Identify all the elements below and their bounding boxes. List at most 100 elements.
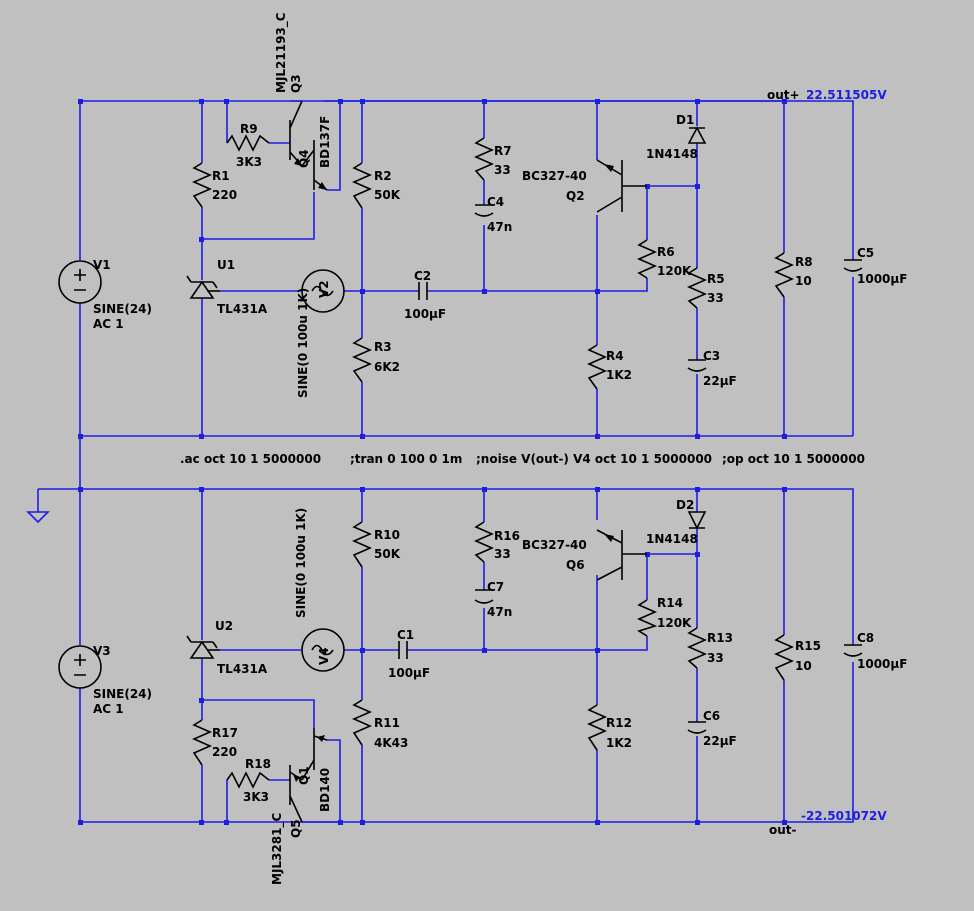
label-r7-value: 33 [494, 163, 511, 177]
label-r8-value: 10 [795, 274, 812, 288]
label-c1-name: C1 [397, 628, 414, 642]
label-c5-value: 1000µF [857, 272, 907, 286]
label-r4-value: 1K2 [606, 368, 632, 382]
label-q5-value: MJL3281_C [270, 813, 285, 885]
label-u1-value: TL431A [217, 302, 268, 316]
label-q3-value: MJL21193_C [274, 12, 289, 93]
label-u2-name: U2 [215, 619, 233, 633]
label-r7-name: R7 [494, 144, 512, 158]
label-c3-value: 22µF [703, 374, 737, 388]
label-q2-name: Q2 [566, 189, 585, 203]
label-c7-value: 47n [487, 605, 512, 619]
label-q2-value: BC327-40 [522, 169, 587, 183]
label-r3-value: 6K2 [374, 360, 400, 374]
label-c1-value: 100µF [388, 666, 430, 680]
label-u2-value: TL431A [217, 662, 268, 676]
label-d2-value: 1N4148 [646, 532, 698, 546]
label-c8-name: C8 [857, 631, 874, 645]
resistor-icons [192, 134, 794, 789]
label-r15-value: 10 [795, 659, 812, 673]
net-label-out-pos: out+ [767, 88, 800, 102]
label-r9-value: 3K3 [236, 155, 262, 169]
shunt-regulator-icon-u1 [186, 275, 220, 299]
label-v1-name: V1 [93, 258, 111, 272]
junction-dots [78, 99, 787, 825]
shunt-regulator-icon-u2 [186, 635, 220, 659]
label-c6-value: 22µF [703, 734, 737, 748]
label-r10-value: 50K [374, 547, 401, 561]
label-r11-name: R11 [374, 716, 400, 730]
label-r5-name: R5 [707, 272, 725, 286]
source-icon-v1 [58, 260, 102, 304]
net-label-out-neg: out- [769, 823, 797, 837]
wires-bottom [37, 436, 854, 823]
label-q6-name: Q6 [566, 558, 585, 572]
label-c6-name: C6 [703, 709, 720, 723]
label-v3-name: V3 [93, 644, 111, 658]
source-icon-v4 [301, 628, 345, 672]
voltage-readout-out-pos: 22.511505V [806, 88, 887, 102]
label-c5-name: C5 [857, 246, 874, 260]
source-icon-v2 [301, 269, 345, 313]
label-r9-name: R9 [240, 122, 258, 136]
directive-op: ;op oct 10 1 5000000 [722, 452, 865, 466]
diode-icons [687, 126, 707, 530]
label-r17-name: R17 [212, 726, 238, 740]
label-r2-name: R2 [374, 169, 392, 183]
label-q5-name: Q5 [289, 819, 303, 838]
directive-noise: ;noise V(out-) V4 oct 10 1 5000000 [476, 452, 712, 466]
label-d2-name: D2 [676, 498, 694, 512]
label-r8-name: R8 [795, 255, 813, 269]
label-r1-value: 220 [212, 188, 237, 202]
label-c3-name: C3 [703, 349, 720, 363]
label-r11-value: 4K43 [374, 736, 408, 750]
label-v2-value: SINE(0 100u 1K) [296, 288, 310, 398]
label-r13-value: 33 [707, 651, 724, 665]
label-q3-name: Q3 [289, 74, 303, 93]
capacitor-icons [398, 204, 863, 734]
directive-ac: .ac oct 10 1 5000000 [180, 452, 321, 466]
label-v3-ac: AC 1 [93, 702, 124, 716]
label-r18-name: R18 [245, 757, 271, 771]
label-u1-name: U1 [217, 258, 235, 272]
voltage-readout-out-neg: -22.501072V [801, 809, 887, 823]
label-c8-value: 1000µF [857, 657, 907, 671]
label-r18-value: 3K3 [243, 790, 269, 804]
label-q4-value: BD137F [318, 116, 332, 168]
label-v4-name: V4 [317, 647, 331, 665]
label-d1-name: D1 [676, 113, 694, 127]
label-r12-value: 1K2 [606, 736, 632, 750]
directive-tran: ;tran 0 100 0 1m [350, 452, 462, 466]
label-q1-name: Q1 [297, 766, 311, 785]
label-r6-value: 120K [657, 264, 692, 278]
label-q1-value: BD140 [318, 768, 332, 812]
ground-icon [26, 511, 50, 524]
label-r16-value: 33 [494, 547, 511, 561]
label-c7-name: C7 [487, 580, 504, 594]
component-labels: V1 SINE(24) AC 1 U1 TL431A R1 220 R9 3K3… [93, 12, 907, 885]
label-r16-name: R16 [494, 529, 520, 543]
label-r14-name: R14 [657, 596, 683, 610]
label-r10-name: R10 [374, 528, 400, 542]
label-c2-name: C2 [414, 269, 431, 283]
label-v4-value: SINE(0 100u 1K) [294, 508, 308, 618]
label-c4-value: 47n [487, 220, 512, 234]
label-r6-name: R6 [657, 245, 675, 259]
label-c4-name: C4 [487, 195, 504, 209]
label-v3-value: SINE(24) [93, 687, 152, 701]
label-r1-name: R1 [212, 169, 230, 183]
label-r13-name: R13 [707, 631, 733, 645]
label-r3-name: R3 [374, 340, 392, 354]
label-r12-name: R12 [606, 716, 632, 730]
label-v2-name: V2 [317, 280, 331, 298]
label-r4-name: R4 [606, 349, 624, 363]
source-icon-v3 [58, 645, 102, 689]
label-v1-ac: AC 1 [93, 317, 124, 331]
label-v1-value: SINE(24) [93, 302, 152, 316]
label-r15-name: R15 [795, 639, 821, 653]
transistor-arrows [293, 158, 614, 782]
wires-top [79, 100, 854, 437]
label-d1-value: 1N4148 [646, 147, 698, 161]
label-r5-value: 33 [707, 291, 724, 305]
